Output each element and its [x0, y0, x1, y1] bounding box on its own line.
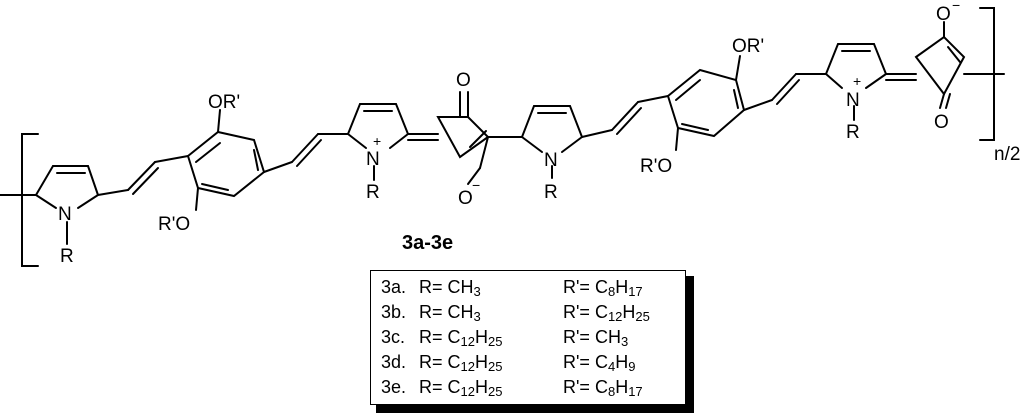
oxygen-atom: O: [456, 70, 471, 91]
minus-charge: −: [472, 177, 480, 193]
right-bracket: [979, 7, 995, 141]
nitrogen-atom: N: [544, 150, 558, 171]
substituent-row: 3e. R= C12H25 R'= C8H17: [371, 377, 685, 401]
minus-charge: −: [952, 0, 960, 13]
r-prime-o-group: R'O: [640, 156, 672, 177]
r-group: R: [60, 246, 74, 267]
vinylene-3: [581, 95, 669, 138]
compound-id: 3c.: [381, 327, 406, 347]
substituent-row: 3a. R= CH3 R'= C8H17: [371, 277, 685, 301]
substituent-row: 3c. R= C12H25 R'= CH3: [371, 327, 685, 351]
r-prime-substituent: R'= C8H17: [563, 277, 643, 299]
r-prime-substituent: R'= CH3: [563, 327, 629, 349]
pyrrole-ring-3: [487, 105, 583, 179]
r-substituent: R= CH3: [419, 277, 481, 299]
oxygen-atom: O: [934, 112, 949, 133]
r-substituent: R= C12H25: [419, 352, 503, 374]
substituent-row: 3d. R= C12H25 R'= C4H9: [371, 352, 685, 376]
r-prime-substituent: R'= C12H25: [563, 302, 650, 324]
plus-charge: +: [853, 73, 861, 89]
compound-id: 3b.: [381, 302, 407, 322]
squaraine-core: [407, 91, 490, 185]
nitrogen-atom: N: [366, 149, 380, 170]
vinylene-2: [263, 133, 349, 173]
squaraine-core-2: [885, 21, 1005, 109]
pyrrole-ring-4: [825, 43, 887, 121]
r-group: R: [846, 122, 860, 143]
compound-id: 3d.: [381, 352, 407, 372]
pyrrole-ring-2: [347, 103, 409, 181]
plus-charge: +: [373, 133, 381, 149]
repeat-unit-label: n/2: [994, 144, 1020, 165]
compound-id: 3a.: [381, 277, 407, 297]
benzene-ring-2: [666, 55, 746, 151]
r-prime-substituent: R'= C8H17: [563, 377, 643, 399]
r-prime-substituent: R'= C4H9: [563, 352, 636, 374]
oxygen-atom: O: [936, 4, 951, 25]
benzene-ring-1: [186, 109, 266, 211]
r-substituent: R= C12H25: [419, 377, 503, 399]
substituent-row: 3b. R= CH3 R'= C12H25: [371, 302, 685, 326]
compound-label: 3a-3e: [402, 232, 454, 254]
vinylene-4: [743, 73, 827, 111]
oxygen-atom: O: [458, 188, 473, 209]
nitrogen-atom: N: [846, 90, 860, 111]
or-prime-group: OR': [208, 92, 240, 113]
vinylene-1: [97, 155, 189, 196]
r-group: R: [544, 182, 558, 203]
pyrrole-ring-1: [35, 165, 99, 245]
r-substituent: R= CH3: [419, 302, 481, 324]
r-group: R: [366, 182, 380, 203]
left-bracket: [21, 133, 39, 267]
compound-id: 3e.: [381, 377, 407, 397]
or-prime-group: OR': [732, 36, 764, 57]
r-prime-o-group: R'O: [158, 214, 190, 235]
nitrogen-atom: N: [58, 204, 72, 225]
r-substituent: R= C12H25: [419, 327, 503, 349]
